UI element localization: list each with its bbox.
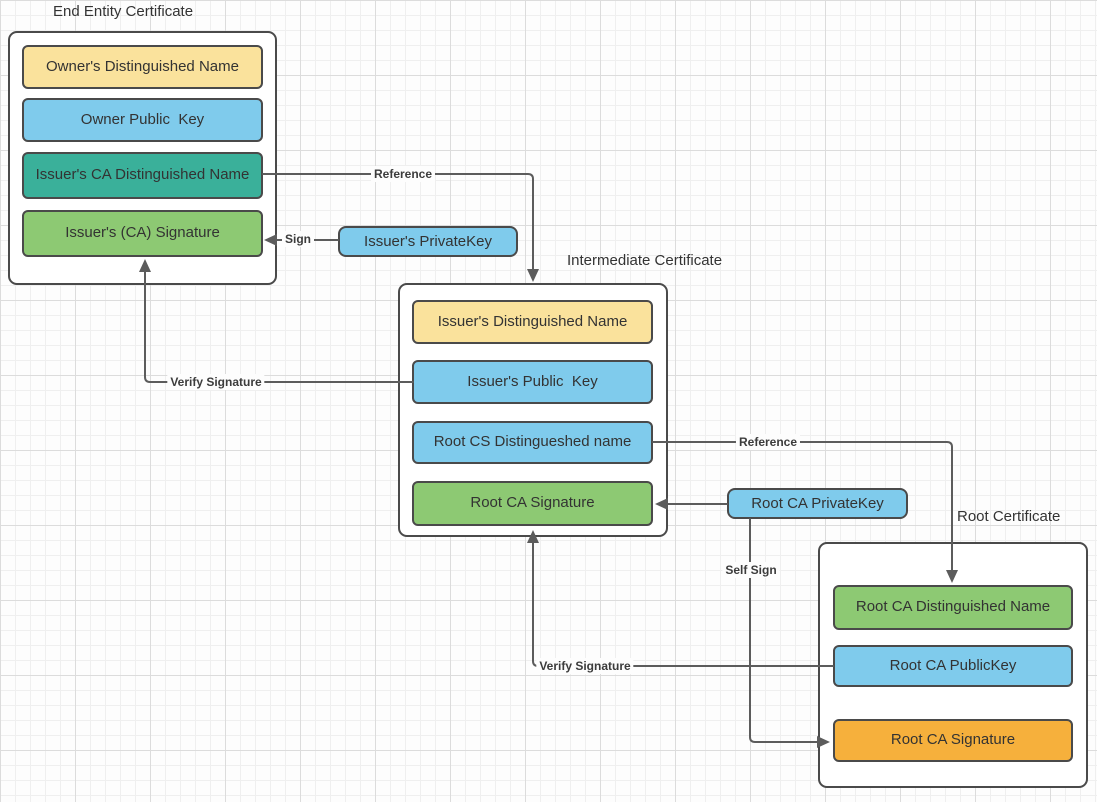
connector-verify-signature-bottom-line [532,534,834,667]
field-root-ca-signature-intermediate: Root CA Signature [412,481,653,526]
reference-top-label: Reference [370,166,436,182]
field-issuers-public-key: Issuer's Public Key [412,360,653,404]
verify-signature-left-label: Verify Signature [167,374,265,390]
root-ca-privatekey-box: Root CA PrivateKey [727,488,908,519]
verify-signature-bottom-label: Verify Signature [536,658,634,674]
field-root-ca-signature-root: Root CA Signature [833,719,1073,762]
reference-right-label: Reference [735,434,801,450]
field-root-ca-distinguished-name: Root CA Distinguished Name [833,585,1073,630]
issuers-privatekey-box: Issuer's PrivateKey [338,226,518,257]
root-certificate-title: Root Certificate [957,508,1061,525]
field-owner-public-key: Owner Public Key [22,98,263,142]
field-root-ca-publickey: Root CA PublicKey [833,645,1073,687]
self-sign-label: Self Sign [722,562,780,578]
field-issuers-ca-distinguished-name: Issuer's CA Distinguished Name [22,152,263,199]
field-owners-distinguished-name: Owner's Distinguished Name [22,45,263,89]
end-entity-certificate-title: End Entity Certificate [53,3,194,20]
connector-self-sign-line [749,518,826,743]
field-issuers-distinguished-name: Issuer's Distinguished Name [412,300,653,344]
field-root-cs-distingueshed-name: Root CS Distingueshed name [412,421,653,464]
field-issuers-ca-signature: Issuer's (CA) Signature [22,210,263,257]
sign-label: Sign [282,231,314,247]
intermediate-certificate-title: Intermediate Certificate [567,252,723,269]
arrowhead-reference-top [527,269,539,282]
